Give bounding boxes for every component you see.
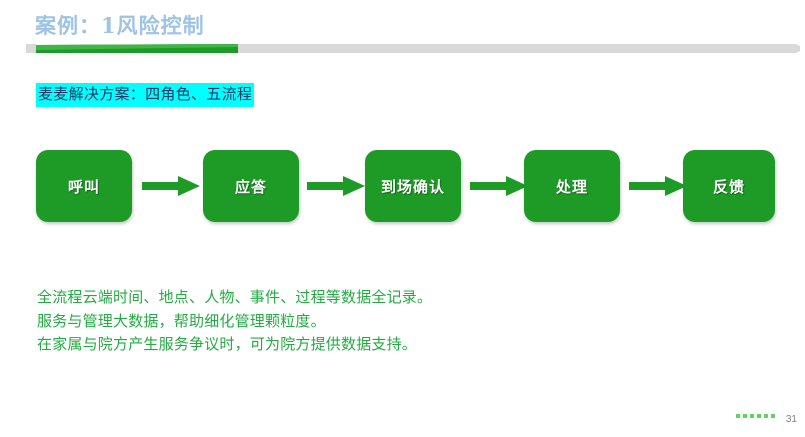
- body-text-block: 全流程云端时间、地点、人物、事件、过程等数据全记录。 服务与管理大数据，帮助细化…: [37, 286, 737, 357]
- flow-step-5[interactable]: 反馈: [683, 150, 775, 222]
- page-number: 31: [785, 414, 797, 425]
- flow-step-3[interactable]: 到场确认: [365, 150, 461, 222]
- flow-arrow-4-to-5: [629, 176, 687, 196]
- flow-step-1[interactable]: 呼叫: [36, 150, 132, 222]
- flow-step-1-label: 呼叫: [67, 177, 100, 196]
- flow-step-5-label: 反馈: [712, 177, 745, 196]
- flow-arrow-1-to-2: [142, 176, 200, 196]
- flow-arrow-3-to-4: [470, 176, 528, 196]
- subtitle-container: 麦麦解决方案：四角色、五流程: [36, 83, 255, 107]
- body-line-3: 在家属与院方产生服务争议时，可为院方提供数据支持。: [37, 335, 418, 353]
- footer-dot: [764, 414, 768, 418]
- flow-step-4[interactable]: 处理: [524, 150, 620, 222]
- flow-step-4-label: 处理: [555, 177, 588, 196]
- body-line-2: 服务与管理大数据，帮助细化管理颗粒度。: [37, 311, 326, 330]
- footer-dot-decoration: [736, 414, 775, 418]
- footer-dot: [750, 414, 754, 418]
- footer-dot: [743, 414, 747, 418]
- page-title: 案例：1风险控制: [35, 13, 205, 38]
- subtitle-highlight: 麦麦解决方案：四角色、五流程: [36, 83, 255, 107]
- footer-dot: [736, 414, 740, 418]
- footer-dot: [757, 414, 761, 418]
- process-flow-diagram: 呼叫 应答 到场确认 处理 反馈: [0, 150, 805, 222]
- flow-step-2[interactable]: 应答: [203, 150, 299, 222]
- title-divider-bar: [26, 44, 800, 53]
- footer-dot: [771, 414, 775, 418]
- flow-arrow-2-to-3: [307, 176, 365, 196]
- flow-step-3-label: 到场确认: [380, 177, 445, 196]
- flow-step-2-label: 应答: [234, 177, 267, 196]
- body-line-1: 全流程云端时间、地点、人物、事件、过程等数据全记录。: [37, 288, 433, 306]
